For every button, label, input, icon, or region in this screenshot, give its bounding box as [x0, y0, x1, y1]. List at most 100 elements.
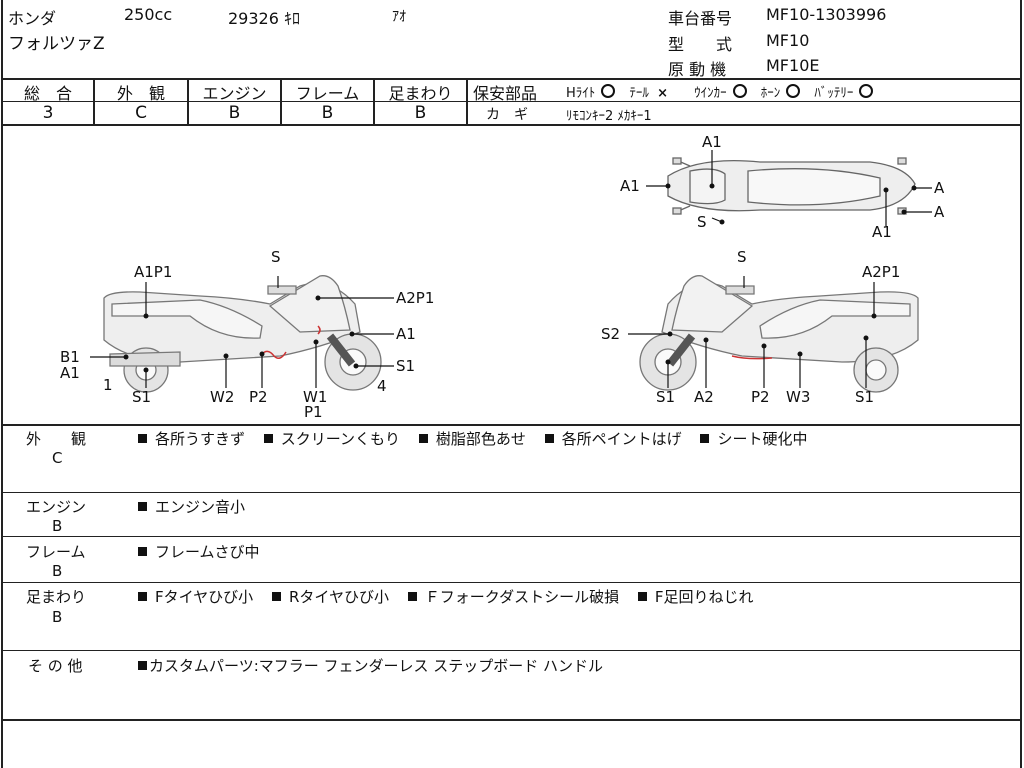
- remark-frame-grade: B: [52, 562, 63, 580]
- remark-item: エンジン音小: [155, 498, 246, 516]
- body-color: ｱｵ: [392, 9, 406, 25]
- model-name: フォルツァZ: [8, 34, 105, 54]
- label-left-4: 4: [377, 377, 387, 395]
- label-left-p1: P1: [304, 403, 323, 421]
- frame-left-border: [1, 0, 3, 768]
- remark-engine-label: エンジン: [26, 498, 87, 516]
- remark-item: F足回りねじれ: [654, 588, 754, 606]
- remark-frame-label: フレーム: [26, 543, 86, 561]
- label-left-s1-right: S1: [396, 357, 415, 375]
- label-left-a1-right: A1: [396, 325, 416, 343]
- displacement: 250cc: [124, 5, 173, 24]
- remark-item: Fタイヤひび小: [155, 588, 254, 606]
- maker-name: ホンダ: [8, 9, 57, 28]
- remark-other-label: そ の 他: [28, 657, 83, 675]
- grade-header-exterior: 外 観: [116, 84, 165, 103]
- bullet-square-icon: [700, 434, 710, 443]
- remark-frame-items: フレームさび中: [138, 541, 274, 562]
- label-left-p2: P2: [249, 388, 268, 406]
- label-left-a2p1: A2P1: [396, 289, 434, 307]
- label-left-a1: A1: [60, 364, 80, 382]
- remarks-divider-3: [1, 582, 1022, 583]
- engine-value: MF10E: [766, 56, 820, 75]
- bullet-square-icon: [138, 547, 147, 556]
- bullet-square-icon: [138, 502, 147, 511]
- grade-value-engine: B: [228, 103, 241, 123]
- label-left-b1: B1: [60, 348, 80, 366]
- ok-circle-icon: [786, 84, 801, 98]
- bullet-square-icon: [637, 592, 647, 601]
- label-right-a2: A2: [694, 388, 714, 406]
- remark-suspension-items: Fタイヤひび小 Rタイヤひび小 Ｆフォークダストシール破損 F足回りねじれ: [138, 586, 768, 607]
- leader-dots: [123, 183, 917, 373]
- remark-exterior-items: 各所うすきず スクリーンくもり 樹脂部色あせ 各所ペイントはげ シート硬化中: [138, 428, 821, 449]
- grade-divider-3: [280, 78, 282, 126]
- grade-divider-4: [373, 78, 375, 126]
- grade-header-engine: エンジン: [202, 84, 267, 103]
- remark-engine-items: エンジン音小: [138, 496, 259, 517]
- remark-suspension-label: 足まわり: [26, 588, 87, 606]
- remark-item: 各所うすきず: [155, 430, 246, 448]
- remark-other-items: カスタムパーツ:マフラー フェンダーレス ステップボード ハンドル: [138, 655, 603, 676]
- engine-label: 原 動 機: [668, 60, 727, 79]
- safety-mid-line: [466, 101, 1022, 102]
- remarks-divider-5: [1, 719, 1022, 721]
- damage-diagram: A1 A1 S A A A1 A1P1 S A2P1 A1 B1 A1 1 S1…: [60, 133, 945, 421]
- frame-no: MF10-1303996: [766, 5, 887, 24]
- remark-item: Rタイヤひび小: [288, 588, 389, 606]
- key-label: カ ギ: [486, 107, 528, 123]
- label-right-a2p1: A2P1: [862, 263, 900, 281]
- grade-divider-5: [466, 78, 468, 126]
- frame-right-border: [1020, 0, 1022, 768]
- remark-item: カスタムパーツ:マフラー フェンダーレス ステップボード ハンドル: [149, 657, 604, 675]
- safety-item-tail-mark: ×: [657, 86, 668, 101]
- label-top-s: S: [697, 213, 707, 231]
- safety-parts-label: 保安部品: [473, 84, 538, 103]
- type-value: MF10: [766, 31, 810, 50]
- label-right-w3: W3: [786, 388, 810, 406]
- label-top-a1-left: A1: [620, 177, 640, 195]
- diagram-bottom-line: [1, 424, 1022, 426]
- key-value: ﾘﾓｺﾝｷｰ2 ﾒｶｷｰ1: [566, 109, 652, 124]
- right-view-scooter: [639, 275, 919, 393]
- remark-item: 樹脂部色あせ: [435, 430, 526, 448]
- bullet-square-icon: [544, 434, 554, 443]
- grade-divider-2: [187, 78, 189, 126]
- safety-item-battery: ﾊﾞｯﾃﾘｰ: [814, 86, 854, 101]
- label-top-a-right2: A: [934, 203, 945, 221]
- safety-item-horn: ﾎｰﾝ: [760, 86, 781, 101]
- remark-exterior-label: 外 観: [26, 430, 87, 448]
- remarks-divider-4: [1, 650, 1022, 651]
- label-right-p2: P2: [751, 388, 770, 406]
- bullet-square-icon: [138, 592, 147, 601]
- remark-suspension-grade: B: [52, 608, 63, 626]
- ok-circle-icon: [732, 84, 747, 98]
- grade-header-total: 総 合: [23, 84, 72, 103]
- label-left-1: 1: [103, 376, 113, 394]
- mileage: 29326 ｷﾛ: [228, 9, 300, 28]
- bullet-square-icon: [138, 434, 147, 443]
- bullet-square-icon: [407, 592, 417, 601]
- label-left-w2: W2: [210, 388, 234, 406]
- bullet-square-icon: [271, 592, 281, 601]
- bullet-square-icon: [263, 434, 273, 443]
- grade-header-suspension: 足まわり: [388, 84, 453, 103]
- label-left-w1: W1: [303, 388, 327, 406]
- grade-value-frame: B: [321, 103, 334, 123]
- leader-lines: [90, 150, 932, 388]
- remark-item: シート硬化中: [717, 430, 808, 448]
- grade-header-frame: フレーム: [295, 84, 360, 103]
- ok-circle-icon: [601, 84, 616, 98]
- remark-exterior-grade: C: [52, 449, 63, 467]
- label-top-a1: A1: [702, 133, 722, 151]
- remarks-divider-1: [1, 492, 1022, 493]
- bullet-square-icon: [138, 661, 147, 670]
- grade-divider-1: [93, 78, 95, 126]
- safety-item-tail: ﾃｰﾙ: [629, 86, 649, 101]
- safety-parts-list: Hﾗｲﾄ ﾃｰﾙ × ｳｲﾝｶｰ ﾎｰﾝ ﾊﾞｯﾃﾘｰ: [566, 82, 883, 101]
- label-left-s1-bottom: S1: [132, 388, 151, 406]
- grade-value-exterior: C: [135, 103, 147, 123]
- label-left-a1p1: A1P1: [134, 263, 172, 281]
- label-right-s: S: [737, 248, 747, 266]
- remarks-divider-2: [1, 536, 1022, 537]
